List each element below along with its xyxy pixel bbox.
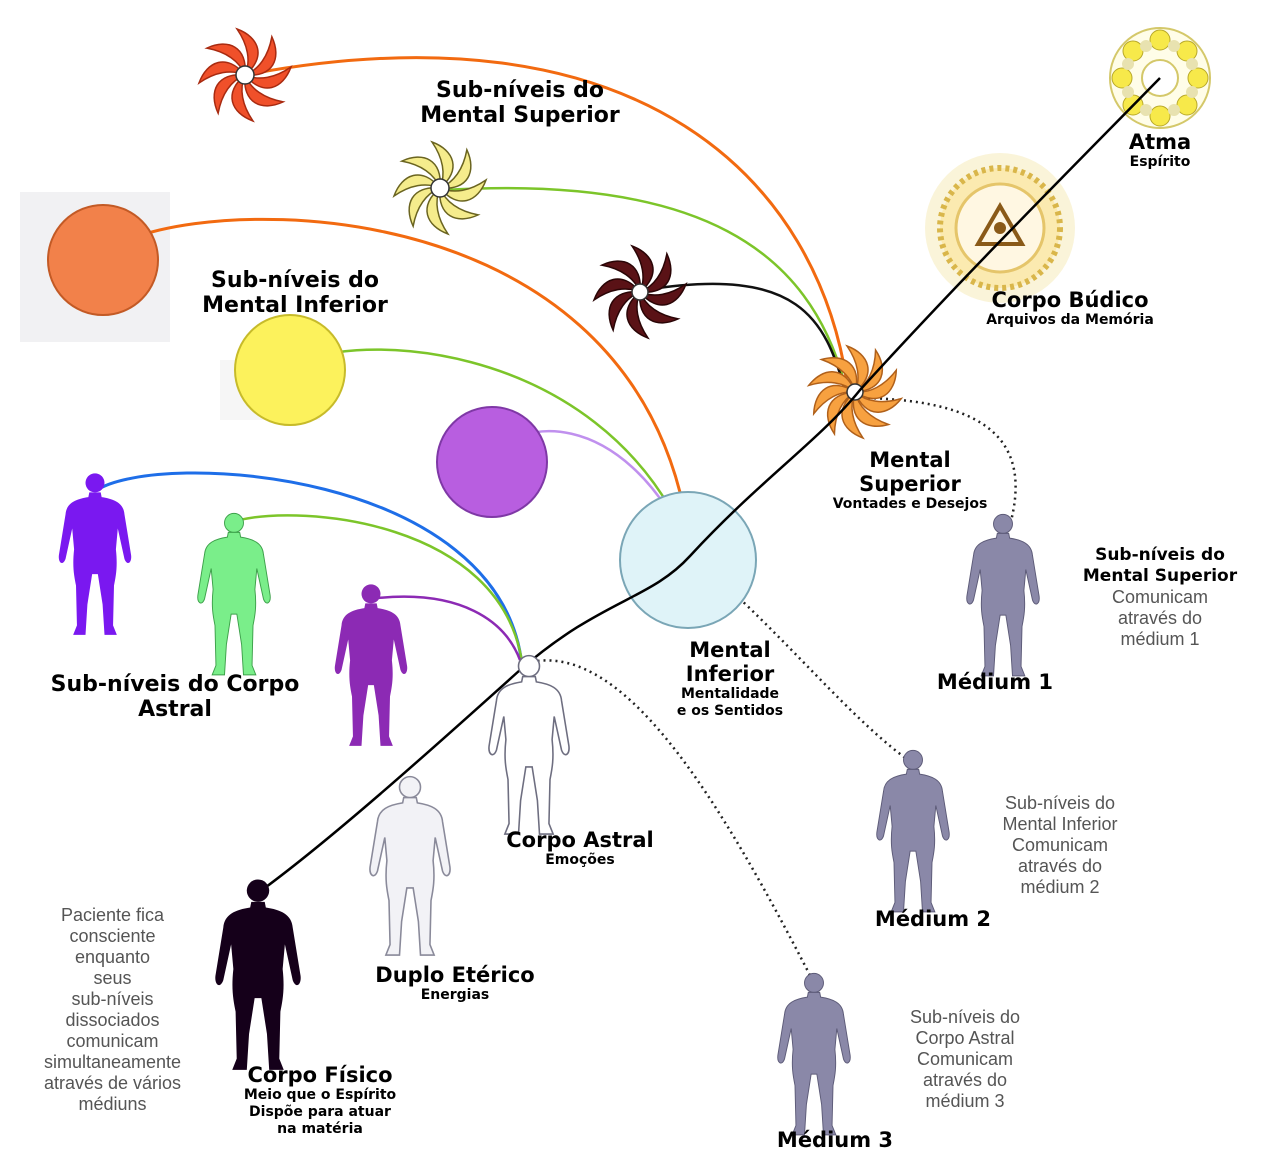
physical-body-figure-icon [215, 879, 300, 1069]
medium-1-text-2: através do [1050, 608, 1270, 629]
medium-1-text-3: médium 1 [1050, 629, 1270, 650]
medium-2-text-1: Sub-níveis do [960, 793, 1160, 814]
medium-1-name: Médium 1 [905, 670, 1085, 694]
sun-icon [925, 153, 1075, 303]
blue-figure-icon [59, 473, 131, 635]
mental-superior-title-1: Mental [790, 448, 1030, 472]
purple-figure-icon [335, 584, 407, 746]
medium-3-text-4: através do [865, 1070, 1065, 1091]
medium-1-heading-2: Mental Superior [1050, 566, 1270, 587]
corpo-astral-subtitle: Emoções [470, 852, 690, 869]
mental-superior-title-2: Superior [790, 472, 1030, 496]
mental-superior-subtitle: Vontades e Desejos [790, 496, 1030, 513]
mental-inferior-subtitle-1: Mentalidade [630, 686, 830, 703]
sub-corpo-astral-line-1: Sub-níveis do Corpo [10, 672, 340, 697]
corpo-fisico-label: Corpo Físico Meio que o Espírito Dispõe … [210, 1063, 430, 1138]
medium-3-text-3: Comunicam [865, 1049, 1065, 1070]
sub-mental-inferior-line-2: Mental Inferior [160, 293, 430, 318]
corpo-fisico-subtitle-2: Dispõe para atuar [210, 1104, 430, 1121]
duplo-eterico-subtitle: Energias [340, 987, 570, 1004]
patient-note-line-6: dissociados [0, 1010, 225, 1031]
medium-2-name: Médium 2 [843, 907, 1023, 931]
budico-title: Corpo Búdico [920, 288, 1220, 312]
medium-2-text-5: médium 2 [960, 877, 1160, 898]
medium-1-text-1: Comunicam [1050, 587, 1270, 608]
mental-superior-label: Mental Superior Vontades e Desejos [790, 448, 1030, 513]
mental-inferior-sphere-icon [620, 492, 756, 628]
yellow-flower-icon [394, 142, 486, 234]
medium-3-text-5: médium 3 [865, 1091, 1065, 1112]
mental-inferior-subtitle-2: e os Sentidos [630, 703, 830, 720]
orange-sphere-icon [48, 205, 158, 315]
patient-note-line-2: consciente [0, 926, 225, 947]
medium-3-description: Sub-níveis do Corpo Astral Comunicam atr… [865, 1007, 1065, 1112]
patient-note-line-3: enquanto [0, 947, 225, 968]
budico-subtitle: Arquivos da Memória [920, 312, 1220, 329]
medium-3-name: Médium 3 [745, 1128, 925, 1152]
atma-subtitle: Espírito [1100, 154, 1220, 171]
medium-1-description: Sub-níveis do Mental Superior Comunicam … [1050, 545, 1270, 650]
patient-note-line-8: simultaneamente [0, 1052, 225, 1073]
sub-corpo-astral-label: Sub-níveis do Corpo Astral [10, 672, 340, 722]
yellow-sphere-icon [235, 315, 345, 425]
medium-1-figure-icon [967, 514, 1039, 676]
medium-2-text-2: Mental Inferior [960, 814, 1160, 835]
corpo-fisico-subtitle-3: na matéria [210, 1121, 430, 1138]
medium-3-text-1: Sub-níveis do [865, 1007, 1065, 1028]
sub-mental-inferior-label: Sub-níveis do Mental Inferior [160, 268, 430, 318]
green-figure-icon [198, 513, 270, 675]
sub-mental-inferior-line-1: Sub-níveis do [160, 268, 430, 293]
patient-note-line-4: seus [0, 968, 225, 989]
mental-inferior-label: Mental Inferior Mentalidade e os Sentido… [630, 638, 830, 720]
medium-2-text-4: através do [960, 856, 1160, 877]
budico-label: Corpo Búdico Arquivos da Memória [920, 288, 1220, 329]
purple-sphere-icon [437, 407, 547, 517]
patient-note-line-9: através de vários [0, 1073, 225, 1094]
medium-1-heading-1: Sub-níveis do [1050, 545, 1270, 566]
medium-2-text-3: Comunicam [960, 835, 1160, 856]
maroon-flower-icon [594, 246, 686, 338]
atma-title: Atma [1100, 130, 1220, 154]
corpo-astral-title: Corpo Astral [470, 828, 690, 852]
corpo-fisico-subtitle-1: Meio que o Espírito [210, 1087, 430, 1104]
duplo-eterico-label: Duplo Etérico Energias [340, 963, 570, 1004]
sub-mental-superior-line-2: Mental Superior [380, 103, 660, 128]
sub-corpo-astral-line-2: Astral [10, 697, 340, 722]
medium-2-figure-icon [877, 750, 949, 912]
astral-body-figure-icon [489, 656, 569, 835]
mental-inferior-title-1: Mental [630, 638, 830, 662]
corpo-astral-label: Corpo Astral Emoções [470, 828, 690, 869]
medium-3-text-2: Corpo Astral [865, 1028, 1065, 1049]
patient-note-line-10: médiuns [0, 1094, 225, 1115]
medium-2-description: Sub-níveis do Mental Inferior Comunicam … [960, 793, 1160, 898]
patient-note-line-1: Paciente fica [0, 905, 225, 926]
patient-note: Paciente fica consciente enquanto seus s… [0, 905, 225, 1115]
etheric-double-figure-icon [370, 777, 450, 956]
atma-label: Atma Espírito [1100, 130, 1220, 171]
corpo-fisico-title: Corpo Físico [210, 1063, 430, 1087]
sub-mental-superior-label: Sub-níveis do Mental Superior [380, 78, 660, 128]
red-flower-icon [199, 29, 291, 121]
patient-note-line-7: comunicam [0, 1031, 225, 1052]
medium-3-figure-icon [778, 973, 850, 1135]
duplo-eterico-title: Duplo Etérico [340, 963, 570, 987]
patient-note-line-5: sub-níveis [0, 989, 225, 1010]
sub-mental-superior-line-1: Sub-níveis do [380, 78, 660, 103]
mental-inferior-title-2: Inferior [630, 662, 830, 686]
